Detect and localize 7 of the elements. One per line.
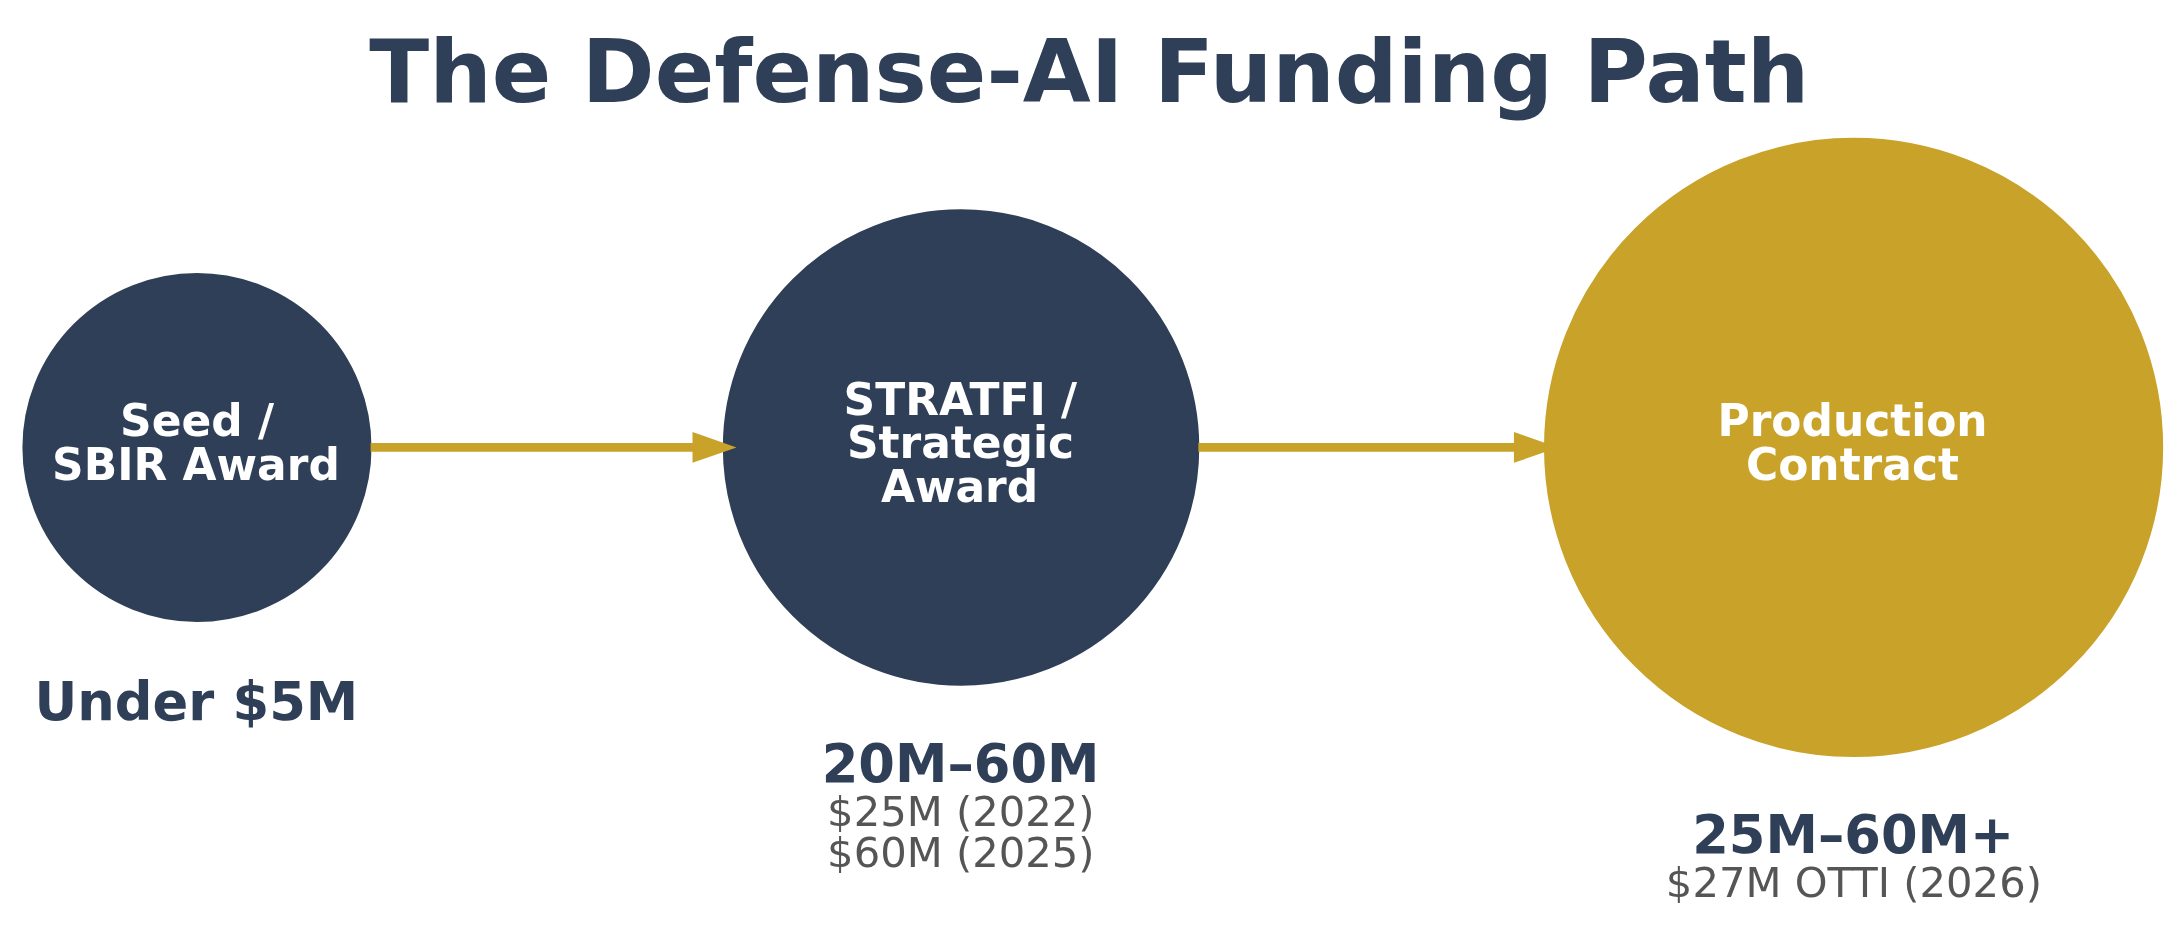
node-label: Under $5M bbox=[34, 670, 359, 732]
arrow bbox=[370, 431, 737, 463]
diagram-title: The Defense-AI Funding Path bbox=[369, 19, 1810, 123]
node-circle: STRATFI / Strategic Award bbox=[722, 208, 1200, 686]
node-circle: Seed / SBIR Award bbox=[22, 272, 372, 622]
node-circle: Production Contract bbox=[1544, 137, 2164, 757]
node-label: 20M–60M bbox=[821, 732, 1100, 794]
